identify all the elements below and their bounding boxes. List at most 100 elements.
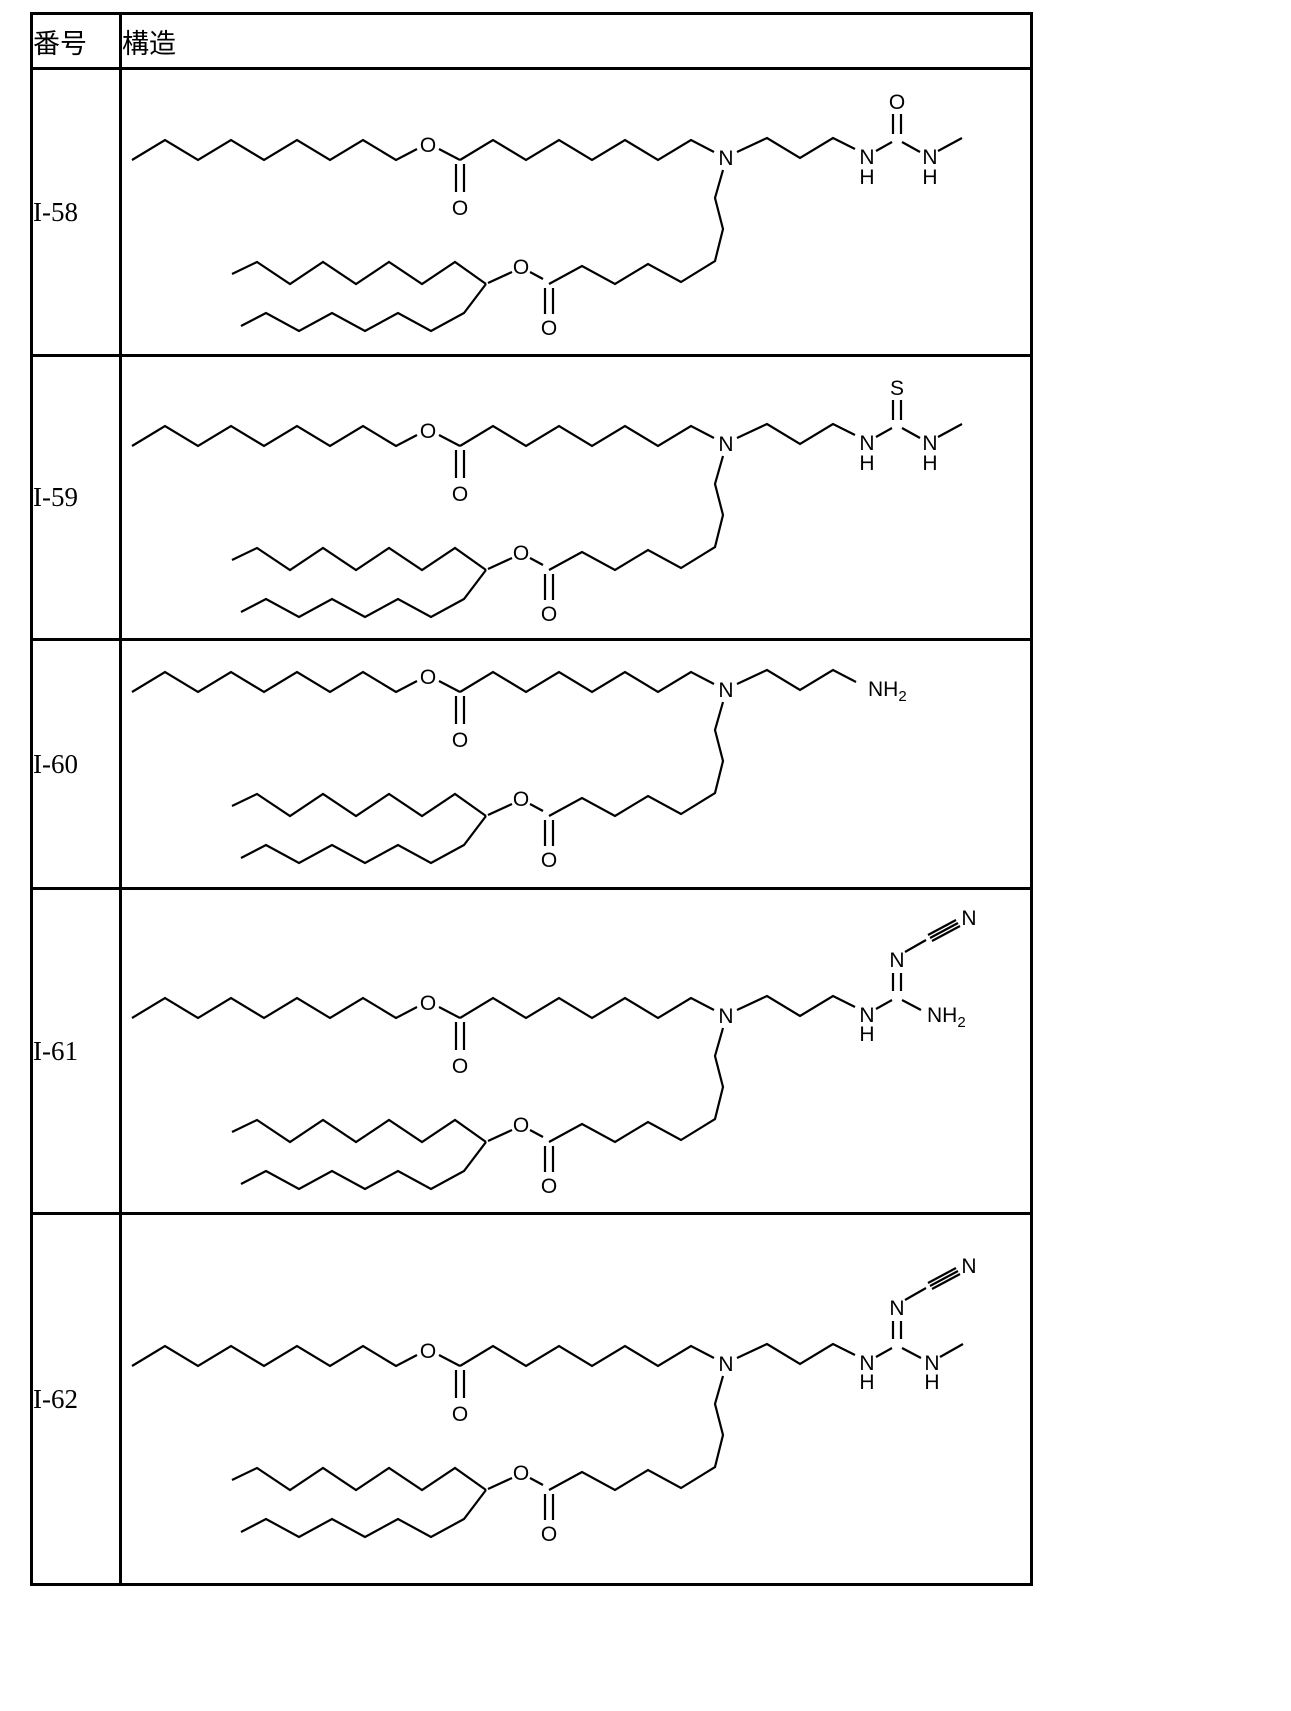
table-row: I-62 O O (30, 1212, 1033, 1586)
bond (529, 1477, 544, 1486)
bond (548, 701, 725, 818)
table-row: I-59 O O (30, 354, 1033, 641)
compound-id: I-59 (30, 354, 122, 641)
atom-label-oxygen: O (513, 542, 529, 565)
methyl-cyanoguanidine-head-group: N H N N N H (859, 1255, 976, 1394)
atom-label-nitrogen: N (718, 1005, 733, 1028)
triple-bond (929, 922, 959, 939)
structure-cell: O O N O O NH2 (119, 638, 1033, 890)
atom-label-nitrogen: N (718, 147, 733, 170)
atom-label-nitrogen: N (718, 433, 733, 456)
bond (875, 426, 893, 438)
bond (736, 668, 857, 692)
bond (131, 670, 418, 694)
bond (131, 138, 418, 162)
bond (529, 556, 544, 566)
atom-label-oxygen: O (541, 849, 557, 872)
atom-label-oxygen: O (541, 1523, 557, 1546)
atom-label-oxygen: O (452, 197, 468, 220)
atom-label-nitrogen: N (859, 146, 874, 169)
bond (548, 455, 725, 571)
atom-label-nitrogen: N (718, 679, 733, 702)
structure-cell: O O N O O N H S N H (119, 354, 1033, 641)
primary-amine-head-group: NH2 (868, 678, 907, 705)
atom-label-oxygen: O (541, 1175, 557, 1198)
structure-cell: O O N O O N H (119, 1212, 1033, 1586)
bond (131, 424, 418, 447)
structure-I-60-amine-lipid: O O N O O NH2 (131, 666, 907, 872)
atom-label-oxygen: O (513, 256, 529, 279)
bond (459, 996, 715, 1020)
bond (875, 141, 893, 152)
atom-label-oxygen: O (420, 134, 436, 157)
triple-bond (927, 1267, 957, 1284)
bond (240, 568, 487, 618)
bond (231, 546, 487, 571)
bond (459, 138, 715, 162)
lipid-skeleton: O O N O O (131, 666, 857, 872)
atom-label-oxygen: O (452, 1055, 468, 1078)
bond (459, 1344, 715, 1368)
compound-id: I-58 (30, 67, 122, 357)
bond (548, 169, 725, 286)
atom-label-oxygen: O (420, 992, 436, 1015)
bond (438, 680, 461, 693)
atom-label-oxygen: O (420, 1340, 436, 1363)
atom-label-nitrogen: N (922, 146, 937, 169)
header-row: 番号 構造 (30, 12, 1033, 70)
bond (231, 260, 487, 286)
atom-label-nitrogen: N (924, 1352, 939, 1375)
bond (487, 803, 513, 816)
bond (937, 137, 963, 152)
structure-cell: O O N O O N H O N H (119, 67, 1033, 357)
triple-bond (929, 1270, 959, 1287)
atom-label-oxygen: O (513, 788, 529, 811)
atom-label-hydrogen: H (922, 166, 937, 189)
bond (240, 1141, 487, 1191)
atom-label-hydrogen: H (924, 1371, 939, 1394)
atom-label-nitrogen: N (961, 1255, 976, 1278)
bond (240, 1489, 487, 1539)
bond (487, 271, 513, 284)
bond (901, 999, 922, 1011)
bond (736, 136, 856, 160)
bond (231, 1118, 487, 1144)
lipid-skeleton: O O N O O (131, 992, 856, 1198)
atom-label-hydrogen: H (922, 452, 937, 475)
triple-bond (931, 925, 961, 942)
structure-I-62-methyl-cyanoguanidine-lipid: O O N O O N H (131, 1255, 977, 1546)
compound-id: I-60 (30, 638, 122, 890)
structure-I-59-thiourea-lipid: O O N O O N H S N H (131, 377, 963, 626)
cyanoguanidine-head-group: N H N N NH2 (859, 907, 976, 1046)
atom-label-nitrogen: N (859, 432, 874, 455)
structure-I-58-urea-lipid: O O N O O N H O N H (131, 91, 963, 340)
atom-label-hydrogen: H (859, 1371, 874, 1394)
structure-I-61-cyanoguanidine-lipid: O O N O O N H N (131, 907, 977, 1198)
bond (736, 1342, 856, 1366)
triple-bond (931, 1273, 961, 1290)
bond (438, 148, 461, 161)
bond (901, 1347, 922, 1359)
bond (231, 792, 487, 818)
atom-label-oxygen: O (452, 1403, 468, 1426)
bond (736, 422, 856, 445)
bond (231, 1466, 487, 1492)
bond (548, 1027, 725, 1144)
table-row: I-60 O O (30, 638, 1033, 890)
bond (131, 1344, 418, 1368)
bond (904, 939, 927, 953)
atom-label-nitrogen: N (922, 432, 937, 455)
lipid-skeleton: O O N O O (131, 420, 856, 626)
compound-id: I-61 (30, 887, 122, 1215)
atom-label-oxygen: O (420, 666, 436, 689)
bond (487, 1129, 513, 1142)
atom-label-oxygen: O (541, 317, 557, 340)
bond (939, 1343, 964, 1358)
bond (529, 1129, 544, 1138)
bond (487, 1477, 513, 1490)
atom-label-nitrogen: N (718, 1353, 733, 1376)
urea-head-group: N H O N H (859, 91, 963, 189)
bond (131, 996, 418, 1020)
atom-label-hydrogen: H (859, 1023, 874, 1046)
table-row: I-61 O O (30, 887, 1033, 1215)
